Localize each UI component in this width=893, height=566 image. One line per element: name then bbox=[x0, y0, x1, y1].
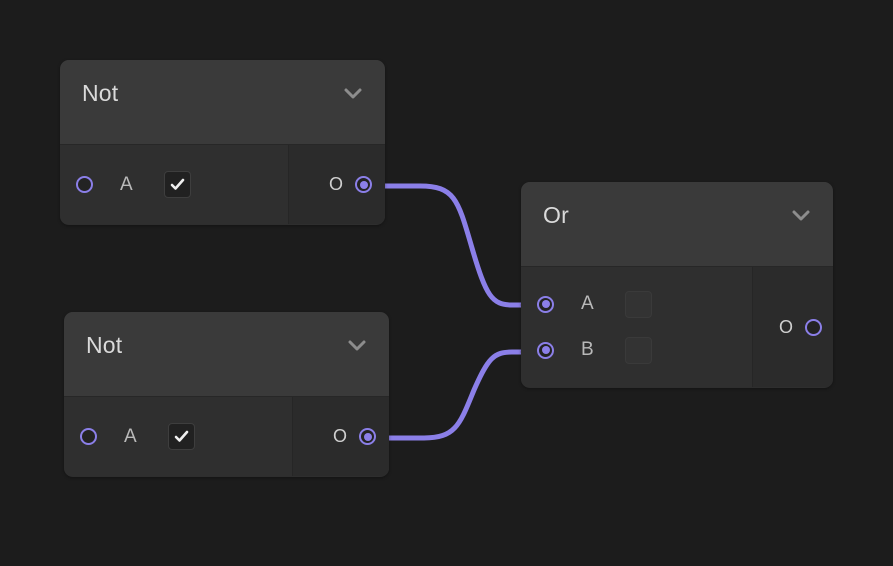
output-row-o[interactable]: O bbox=[753, 304, 833, 350]
output-column: O bbox=[289, 145, 385, 224]
output-port-o[interactable] bbox=[805, 318, 822, 336]
input-checkbox-a[interactable] bbox=[625, 290, 652, 318]
input-column: A bbox=[60, 145, 289, 224]
output-row-o[interactable]: O bbox=[293, 414, 389, 460]
chevron-down-icon[interactable] bbox=[343, 80, 363, 100]
chevron-down-icon[interactable] bbox=[347, 332, 367, 352]
output-label-o: O bbox=[332, 426, 347, 446]
input-port-b[interactable] bbox=[537, 341, 554, 359]
node-header[interactable]: Not bbox=[60, 60, 385, 145]
chevron-down-icon[interactable] bbox=[791, 202, 811, 222]
output-port-o[interactable] bbox=[355, 176, 372, 193]
node-title: Not bbox=[82, 80, 119, 106]
node-body: A O bbox=[60, 145, 385, 224]
node-not-1[interactable]: Not A bbox=[60, 60, 385, 225]
output-port-o[interactable] bbox=[359, 428, 376, 445]
input-column: A bbox=[64, 397, 293, 476]
input-checkbox-a[interactable] bbox=[164, 171, 191, 198]
node-title: Not bbox=[86, 332, 123, 358]
input-label-a: A bbox=[581, 293, 594, 314]
input-row-a[interactable]: A bbox=[60, 162, 288, 208]
node-body: A O bbox=[64, 397, 389, 476]
node-title: Or bbox=[543, 202, 569, 228]
input-checkbox-b[interactable] bbox=[625, 336, 652, 364]
input-column: A B bbox=[521, 267, 753, 387]
output-row-o[interactable]: O bbox=[289, 162, 385, 208]
input-label-a: A bbox=[120, 173, 133, 195]
input-row-a[interactable]: A bbox=[521, 281, 752, 327]
input-port-a[interactable] bbox=[80, 428, 97, 445]
node-header[interactable]: Or bbox=[521, 182, 833, 267]
check-icon bbox=[170, 178, 185, 190]
input-row-a[interactable]: A bbox=[64, 414, 292, 460]
input-row-b[interactable]: B bbox=[521, 327, 752, 373]
node-header[interactable]: Not bbox=[64, 312, 389, 397]
check-icon bbox=[174, 430, 189, 442]
input-label-b: B bbox=[581, 339, 594, 360]
input-label-a: A bbox=[124, 425, 137, 447]
node-not-2[interactable]: Not A bbox=[64, 312, 389, 477]
output-column: O bbox=[753, 267, 833, 387]
output-label-o: O bbox=[328, 174, 343, 194]
input-port-a[interactable] bbox=[76, 176, 93, 193]
node-body: A B bbox=[521, 267, 833, 387]
output-column: O bbox=[293, 397, 389, 476]
input-checkbox-a[interactable] bbox=[168, 423, 195, 450]
output-label-o: O bbox=[778, 316, 793, 337]
node-or[interactable]: Or A B bbox=[521, 182, 833, 388]
input-port-a[interactable] bbox=[537, 295, 554, 313]
